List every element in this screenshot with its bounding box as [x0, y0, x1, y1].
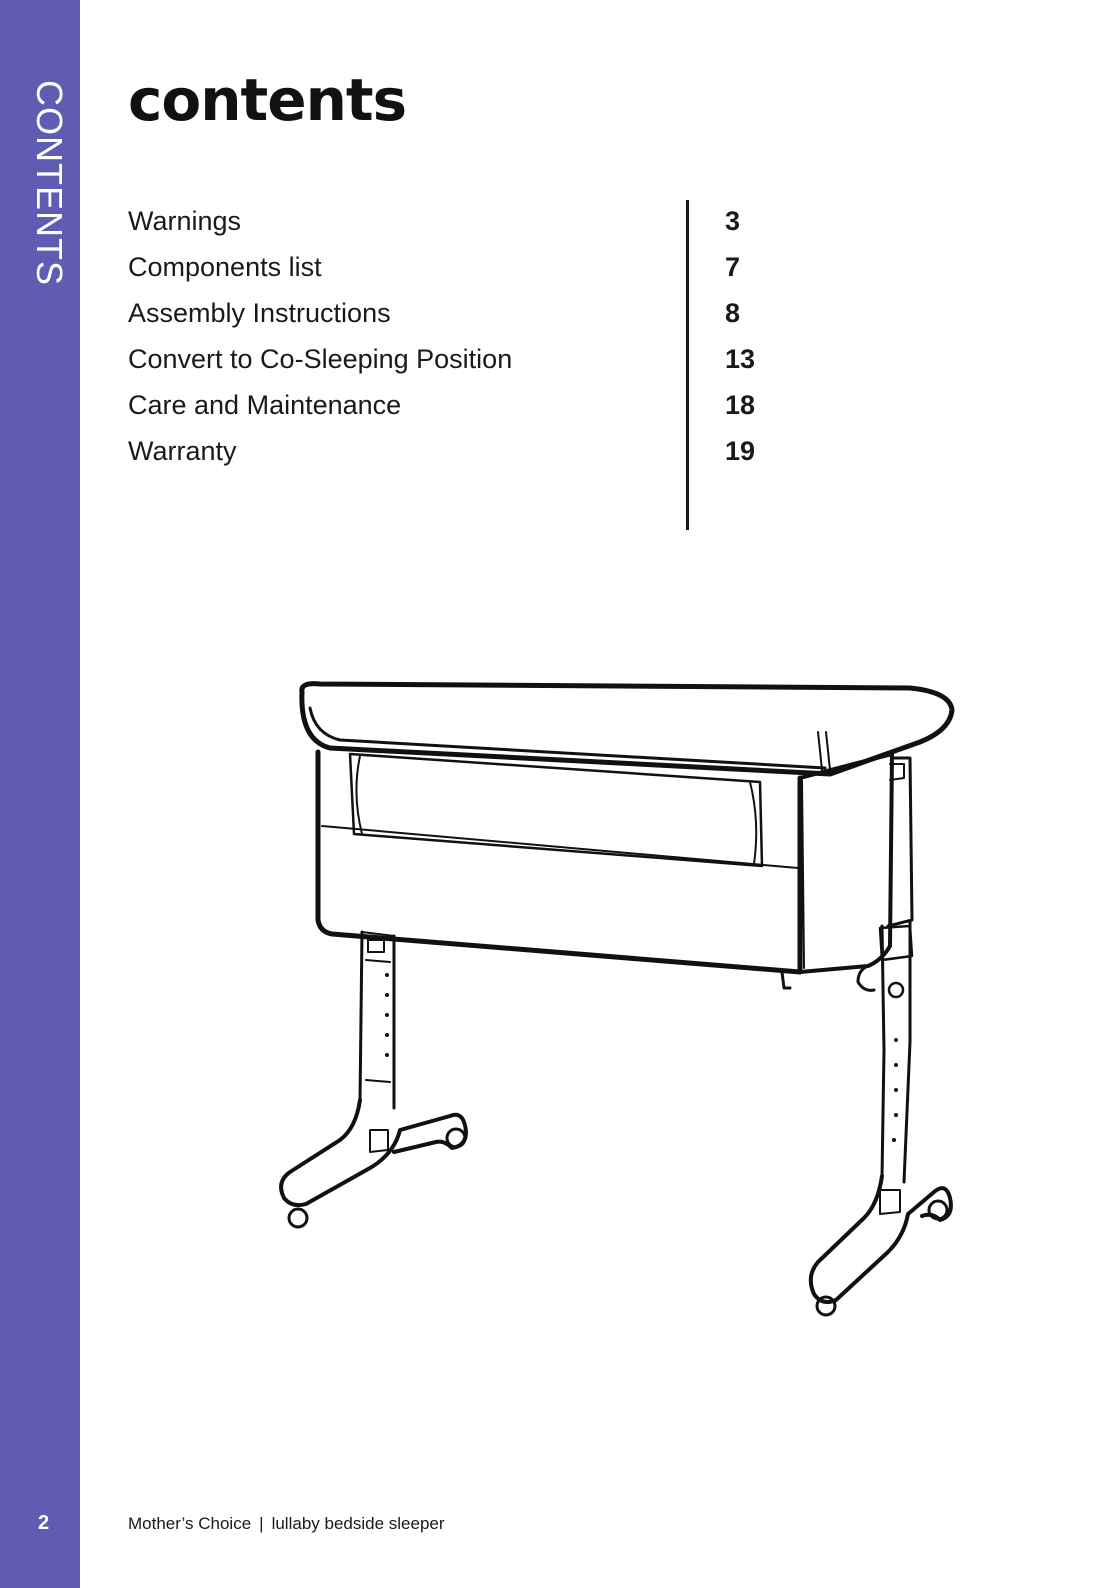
toc-entry-page: 13 — [725, 344, 755, 375]
toc-entry-label: Components list — [128, 252, 322, 283]
page-title: contents — [128, 66, 406, 134]
toc-entry-page: 8 — [725, 298, 740, 329]
footer-brand: Mother’s Choice — [128, 1514, 251, 1533]
toc-divider — [686, 200, 689, 530]
toc-entry-components-list[interactable]: Components list 7 — [128, 246, 828, 292]
toc-entry-page: 3 — [725, 206, 740, 237]
toc-entry-care-maintenance[interactable]: Care and Maintenance 18 — [128, 384, 828, 430]
toc-entry-label: Care and Maintenance — [128, 390, 401, 421]
sidebar: CONTENTS 2 — [0, 0, 80, 1588]
toc-entry-page: 7 — [725, 252, 740, 283]
footer-product: lullaby bedside sleeper — [272, 1514, 445, 1533]
toc-entry-label: Assembly Instructions — [128, 298, 391, 329]
page-number: 2 — [38, 1512, 49, 1535]
footer: Mother’s Choice | lullaby bedside sleeper — [128, 1514, 445, 1534]
toc-entry-page: 18 — [725, 390, 755, 421]
toc-entry-label: Warnings — [128, 206, 241, 237]
sidebar-section-title: CONTENTS — [28, 80, 70, 286]
toc-entry-label: Convert to Co-Sleeping Position — [128, 344, 512, 375]
toc-entry-warnings[interactable]: Warnings 3 — [128, 200, 828, 246]
toc-entry-label: Warranty — [128, 436, 237, 467]
toc-entry-page: 19 — [725, 436, 755, 467]
toc-entry-co-sleeping[interactable]: Convert to Co-Sleeping Position 13 — [128, 338, 828, 384]
table-of-contents: Warnings 3 Components list 7 Assembly In… — [128, 200, 828, 476]
toc-entry-assembly-instructions[interactable]: Assembly Instructions 8 — [128, 292, 828, 338]
footer-separator: | — [259, 1514, 263, 1533]
bedside-sleeper-illustration — [270, 670, 970, 1340]
toc-entry-warranty[interactable]: Warranty 19 — [128, 430, 828, 476]
